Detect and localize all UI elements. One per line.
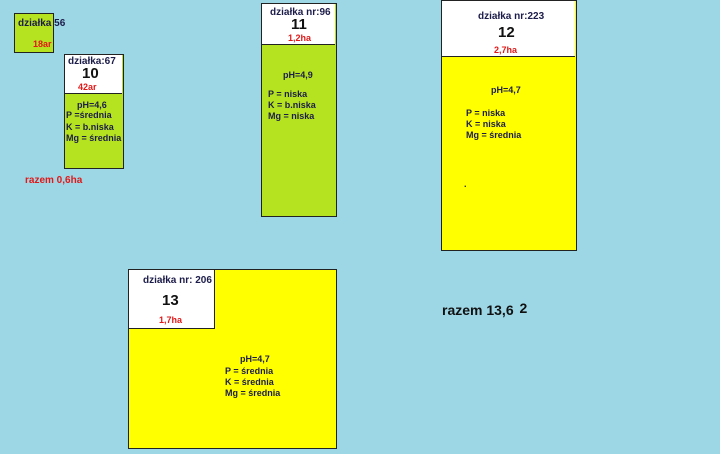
- plot-206-title: działka nr: 206: [143, 275, 212, 286]
- plot-67-title: działka:67: [68, 56, 116, 67]
- plot-223: działka nr:223 12 2,7ha pH=4,7 P = niska…: [441, 0, 577, 251]
- plot-223-mg: Mg = średnia: [466, 130, 522, 140]
- plot-96-header: działka nr:96 11 1,2ha: [262, 4, 335, 45]
- plot-96: działka nr:96 11 1,2ha pH=4,9 P = niska …: [261, 3, 337, 217]
- total-large: razem 13,6 2: [442, 300, 528, 318]
- plot-67-p: P =średnia: [66, 110, 112, 120]
- plot-223-number: 12: [498, 24, 515, 41]
- plot-206-mg: Mg = średnia: [225, 388, 281, 398]
- plot-56: działka 56 18ar: [14, 13, 65, 53]
- plot-96-p: P = niska: [268, 89, 308, 99]
- plot-206-k: K = średnia: [225, 377, 274, 387]
- plot-67-k: K = b.niska: [66, 122, 114, 132]
- plot-206-area: 1,7ha: [159, 315, 183, 325]
- plot-56-title: działka 56: [18, 18, 66, 29]
- plot-223-header: działka nr:223 12 2,7ha: [442, 1, 575, 57]
- plot-96-area: 1,2ha: [288, 33, 312, 43]
- total-large-text: razem 13,6: [442, 302, 514, 318]
- plot-206-header: działka nr: 206 13 1,7ha: [129, 270, 215, 329]
- plot-223-title: działka nr:223: [478, 11, 545, 22]
- plot-67-mg: Mg = średnia: [66, 133, 122, 143]
- plot-223-p: P = niska: [466, 108, 506, 118]
- plot-67-header: działka:67 10 42ar: [65, 55, 122, 94]
- plot-206-p: P = średnia: [225, 366, 274, 376]
- plot-96-number: 11: [291, 16, 307, 33]
- total-large-suffix: 2: [519, 300, 528, 316]
- plot-96-title: działka nr:96: [270, 7, 331, 18]
- plot-67-ph: pH=4,6: [77, 100, 107, 110]
- plot-206-number: 13: [162, 292, 179, 309]
- plot-67-number: 10: [82, 65, 99, 82]
- plot-223-area: 2,7ha: [494, 45, 518, 55]
- plot-67: działka:67 10 42ar pH=4,6 P =średnia K =…: [64, 54, 124, 169]
- total-small: razem 0,6ha: [25, 175, 83, 186]
- plot-96-mg: Mg = niska: [268, 111, 315, 121]
- plot-223-k: K = niska: [466, 119, 506, 129]
- plot-67-area: 42ar: [78, 82, 97, 92]
- plot-96-ph: pH=4,9: [283, 70, 313, 80]
- plot-56-area: 18ar: [33, 39, 52, 49]
- plot-223-ph: pH=4,7: [491, 85, 521, 95]
- plot-96-k: K = b.niska: [268, 100, 316, 110]
- plot-223-mark: .: [464, 179, 467, 189]
- plot-206-ph: pH=4,7: [240, 354, 270, 364]
- plot-206: działka nr: 206 13 1,7ha pH=4,7 P = śred…: [128, 269, 337, 449]
